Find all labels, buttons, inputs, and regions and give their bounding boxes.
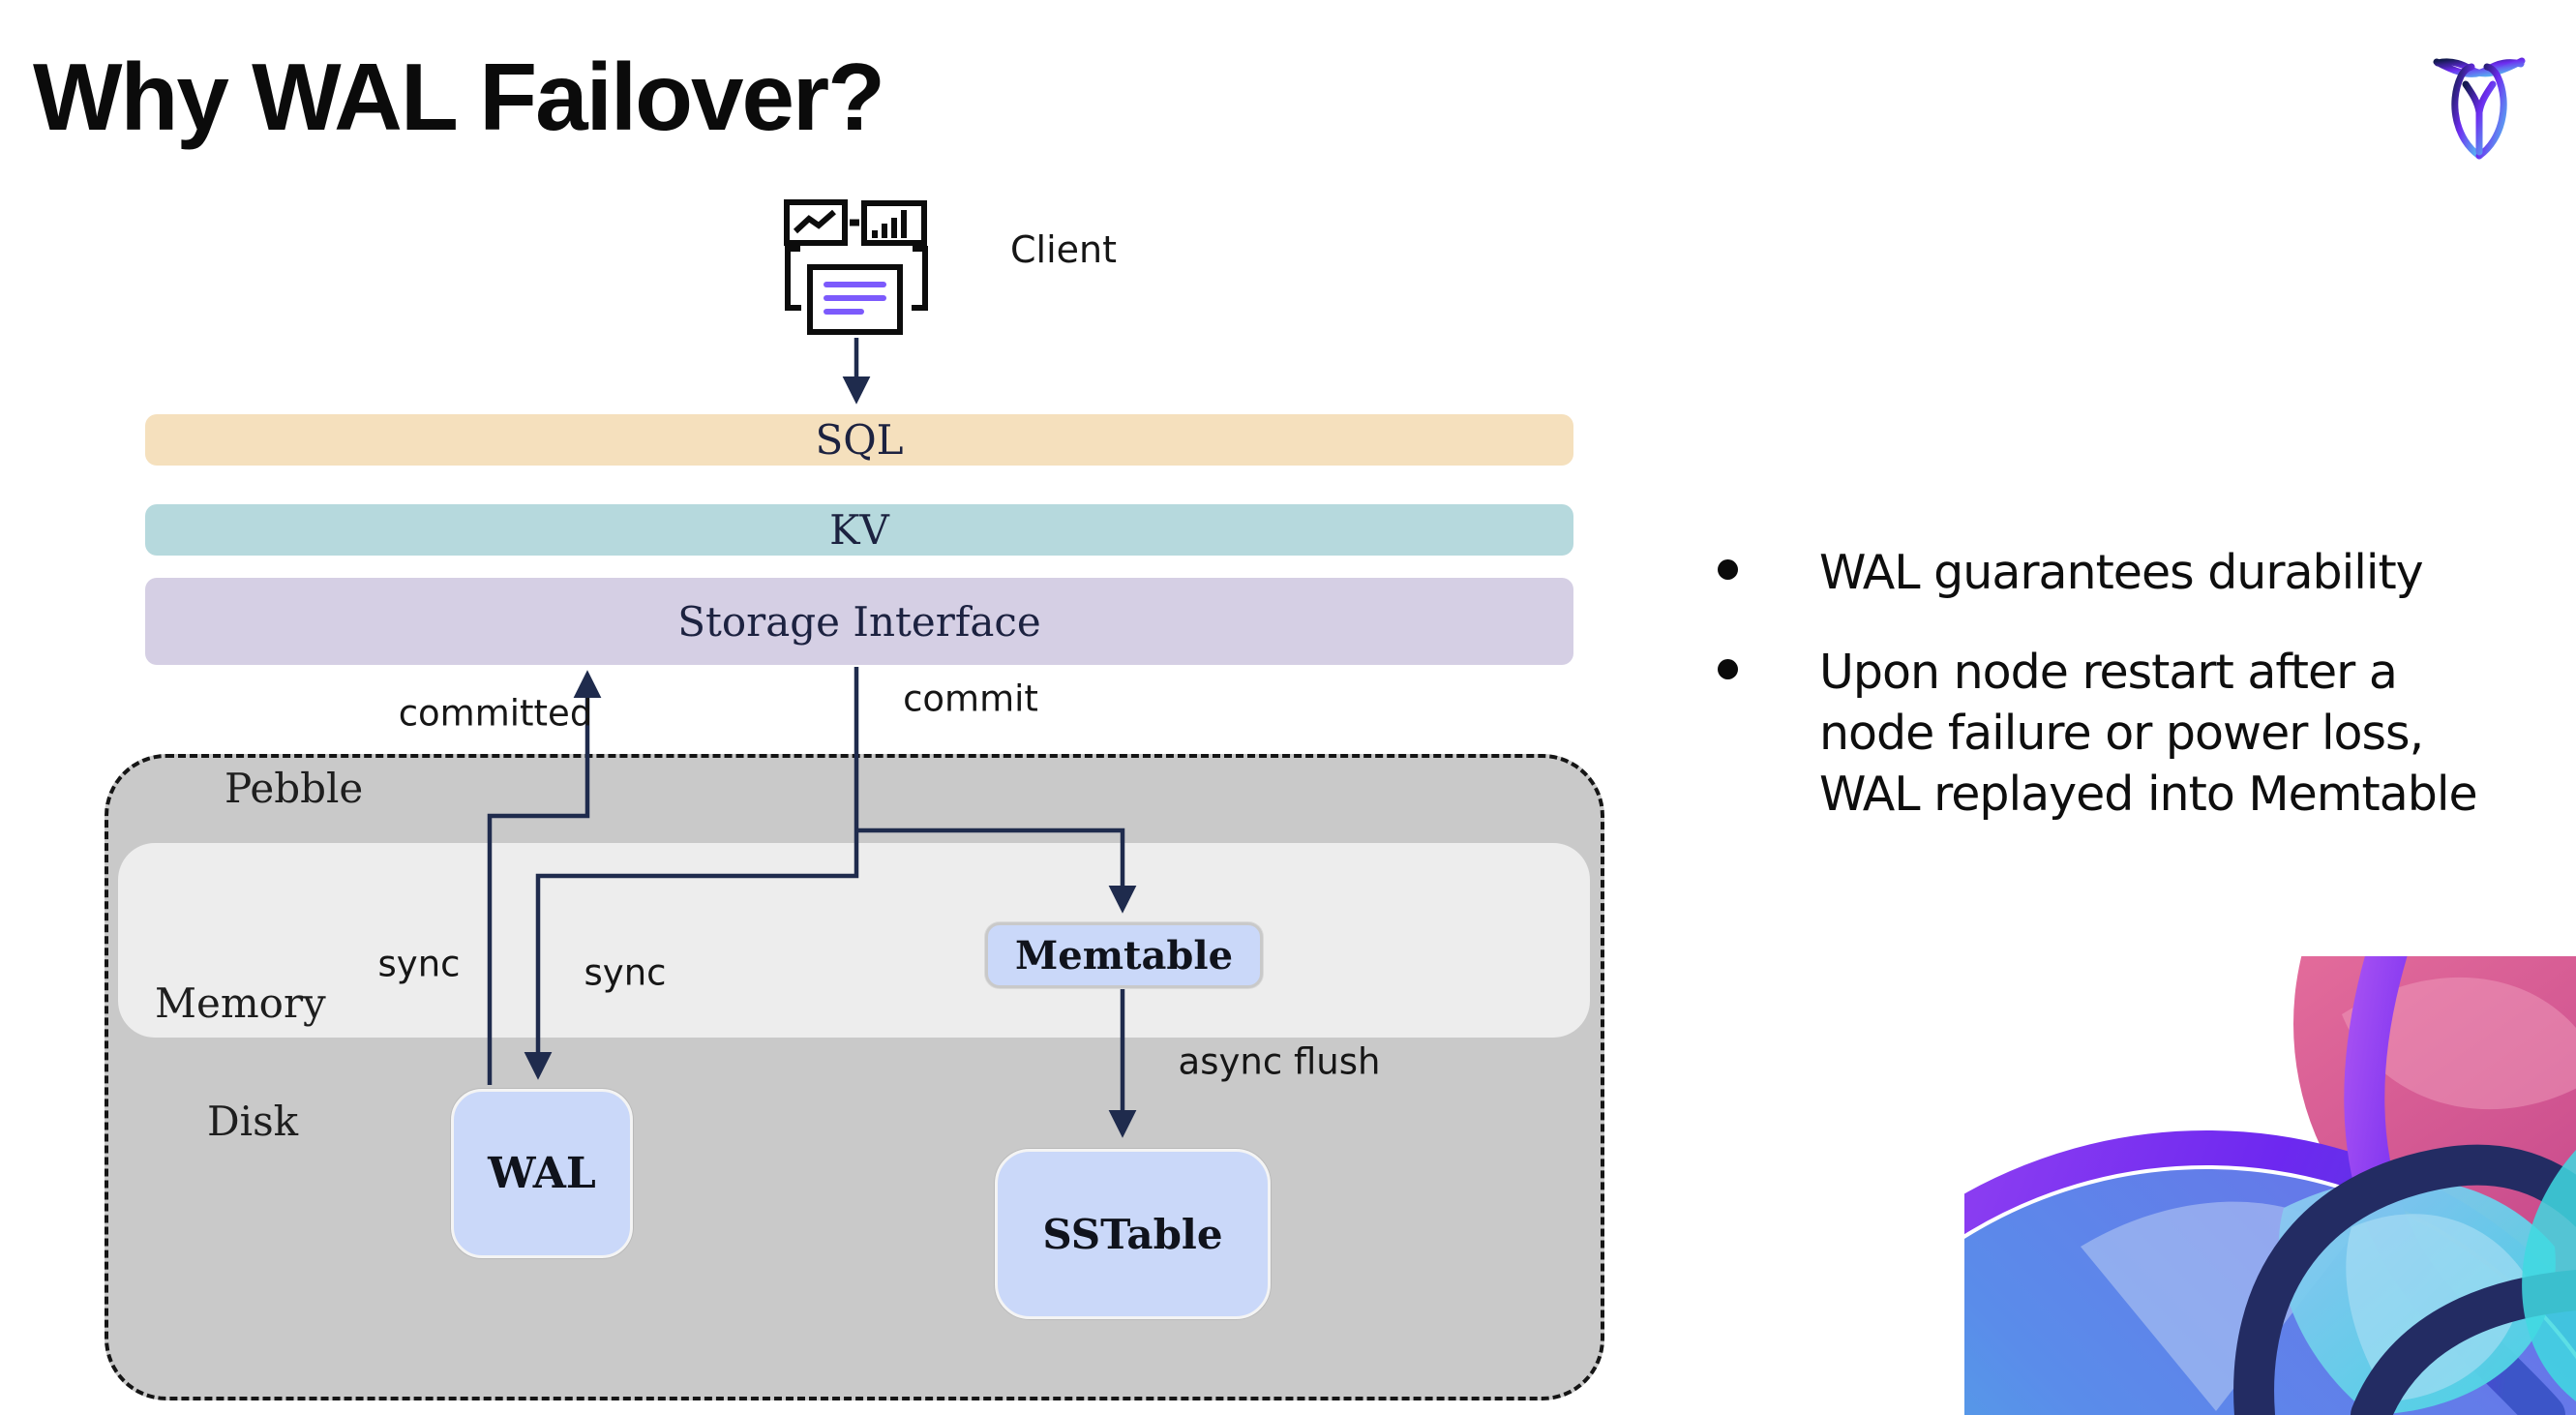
bullet-line: WAL guarantees durability [1819, 545, 2424, 600]
bullet-line: Upon node restart after a [1819, 645, 2398, 700]
edge-label-async-flush: async flush [1178, 1040, 1381, 1083]
disk-label: Disk [207, 1098, 299, 1145]
edge-label-committed: committed [398, 692, 593, 735]
client-label: Client [1010, 228, 1118, 271]
cockroachdb-logo-icon [2433, 57, 2526, 160]
layer-label-sql: SQL [815, 416, 904, 464]
bullet-line: WAL replayed into Memtable [1819, 767, 2478, 822]
sstable-label: SSTable [1042, 1210, 1223, 1258]
layer-bar-kv: KV [145, 504, 1573, 556]
memtable-label: Memtable [1014, 932, 1234, 978]
layer-label-storage-interface: Storage Interface [677, 597, 1041, 646]
pebble-label: Pebble [225, 765, 364, 812]
client-computer-icon [784, 199, 928, 335]
memory-band [118, 843, 1590, 1038]
bullet-dot [1718, 559, 1738, 580]
memtable-node: Memtable [985, 922, 1263, 988]
edge-label-sync-down: sync [584, 951, 667, 994]
layer-bar-storage-interface: Storage Interface [145, 578, 1573, 665]
memory-label: Memory [155, 979, 326, 1027]
page-title: Why WAL Failover? [33, 44, 885, 150]
edge-label-commit: commit [903, 677, 1038, 720]
wal-label: WAL [488, 1149, 596, 1198]
bullet-item: WAL guarantees durability [1699, 542, 2424, 603]
bullet-dot [1718, 659, 1738, 679]
bullet-line: node failure or power loss, [1819, 706, 2424, 761]
edge-label-sync-up: sync [377, 943, 461, 985]
sstable-node: SSTable [995, 1149, 1271, 1319]
wal-node: WAL [451, 1089, 633, 1258]
layer-label-kv: KV [829, 506, 889, 554]
layer-bar-sql: SQL [145, 414, 1573, 466]
brand-corner-artwork [1964, 956, 2576, 1415]
bullet-item: Upon node restart after a node failure o… [1699, 642, 2478, 825]
